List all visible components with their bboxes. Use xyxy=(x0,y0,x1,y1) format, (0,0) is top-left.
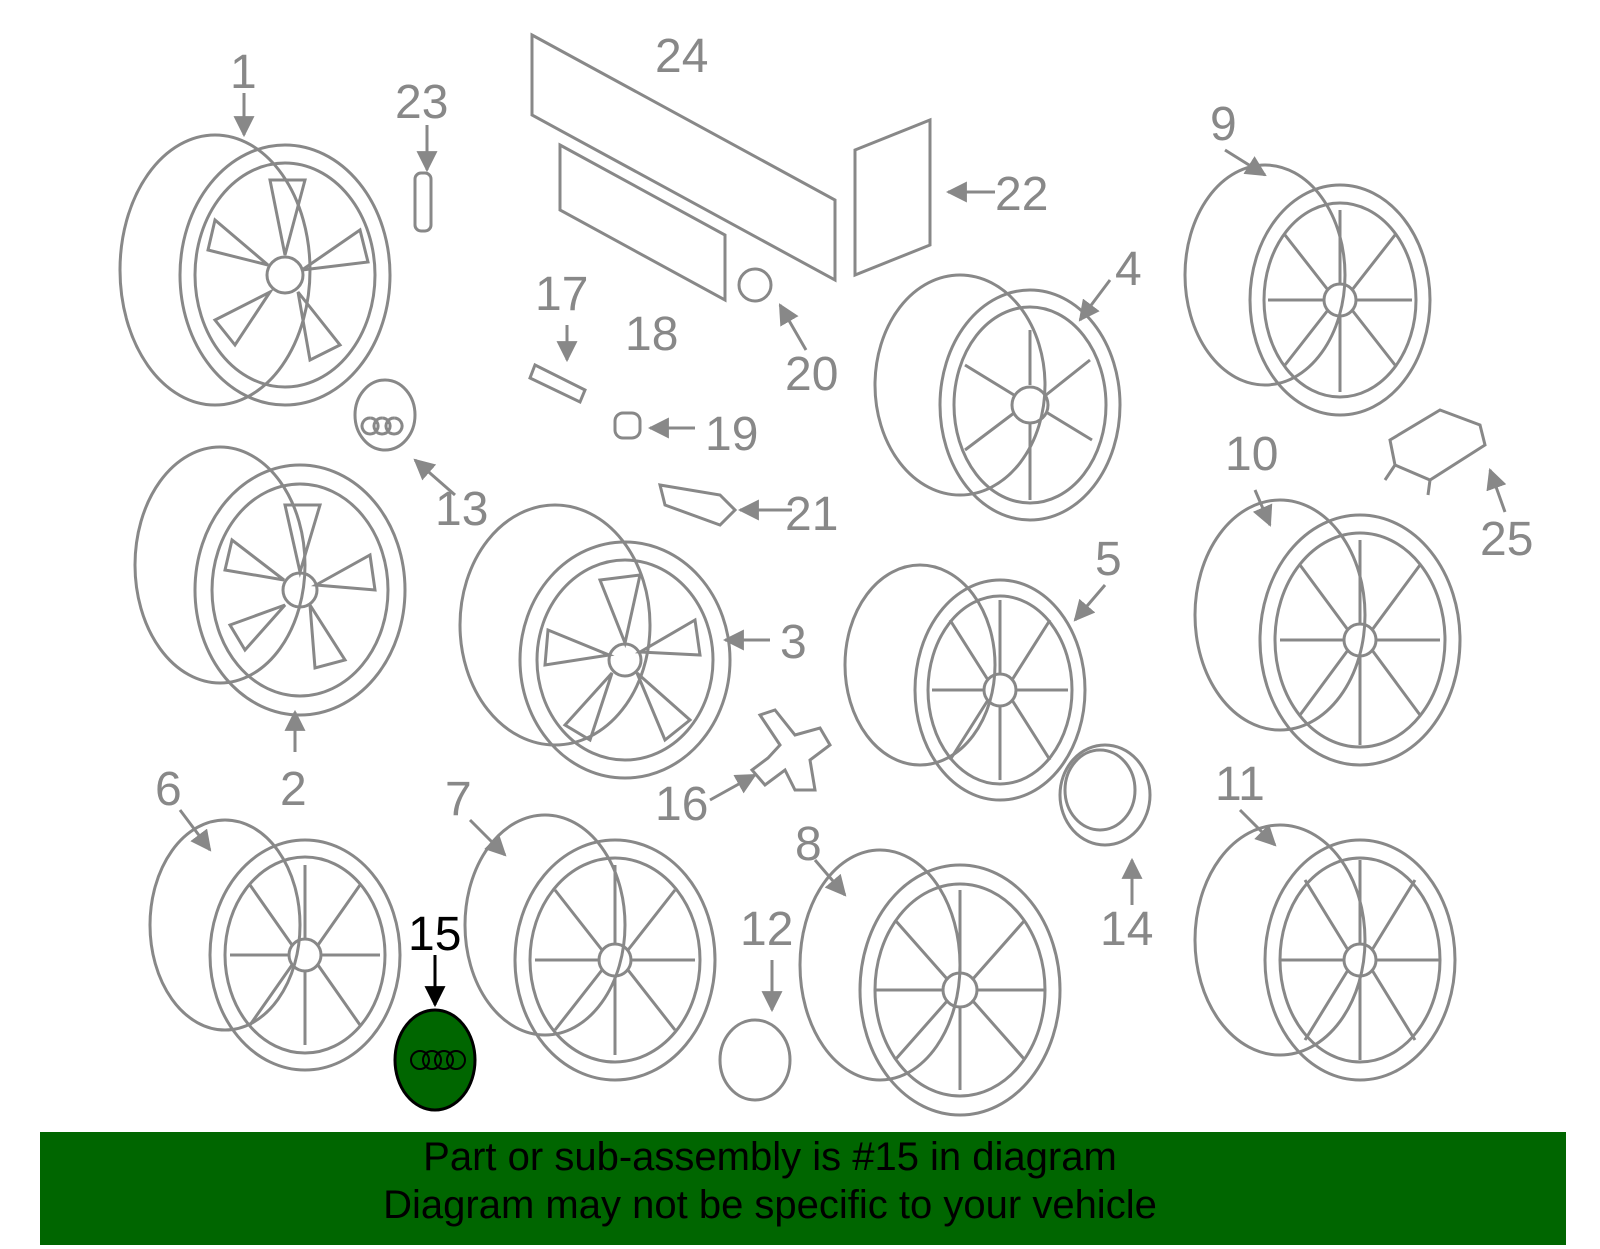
callout-23: 23 xyxy=(395,76,448,129)
callout-16: 16 xyxy=(655,778,708,831)
callout-22: 22 xyxy=(995,168,1048,221)
spider-cap-16 xyxy=(749,708,832,792)
banner-line-disclaimer: Diagram may not be specific to your vehi… xyxy=(383,1183,1157,1227)
wheel-3 xyxy=(458,503,732,780)
wheel-6 xyxy=(148,818,402,1072)
callout-9: 9 xyxy=(1210,98,1237,151)
tpms-sensor-25 xyxy=(1383,408,1487,496)
callout-15: 15 xyxy=(408,908,461,961)
wheel-4 xyxy=(873,273,1122,522)
callout-17: 17 xyxy=(535,268,588,321)
bolt-17 xyxy=(528,362,587,405)
callout-10: 10 xyxy=(1225,428,1278,481)
center-cap-13 xyxy=(353,378,417,452)
valve-stem-23 xyxy=(413,171,433,233)
highlighted-part-15 xyxy=(393,1008,477,1112)
callout-1: 1 xyxy=(230,46,257,99)
callout-25: 25 xyxy=(1480,513,1533,566)
wheel-5 xyxy=(843,563,1087,802)
callout-24: 24 xyxy=(655,30,708,83)
callout-19: 19 xyxy=(705,408,758,461)
callout-6: 6 xyxy=(155,763,182,816)
callout-7: 7 xyxy=(445,773,472,826)
label-22 xyxy=(853,117,932,278)
wheel-11 xyxy=(1193,823,1457,1082)
kit-panel-24 xyxy=(530,32,837,303)
callout-14: 14 xyxy=(1100,903,1153,956)
wheel-1 xyxy=(118,133,392,407)
wheel-8 xyxy=(798,848,1062,1117)
wheel-2 xyxy=(133,445,407,717)
center-cap-14 xyxy=(1058,743,1152,847)
callout-21: 21 xyxy=(785,488,838,541)
callout-13: 13 xyxy=(435,483,488,536)
callout-4: 4 xyxy=(1115,243,1142,296)
nut-19 xyxy=(613,411,642,440)
wheel-9 xyxy=(1183,163,1432,417)
callout-8: 8 xyxy=(795,818,822,871)
callout-20: 20 xyxy=(785,348,838,401)
nut-20 xyxy=(737,267,773,303)
wheel-7 xyxy=(463,813,717,1082)
clip-21 xyxy=(657,483,738,527)
callout-2: 2 xyxy=(280,763,307,816)
callout-12: 12 xyxy=(740,903,793,956)
callout-5: 5 xyxy=(1095,533,1122,586)
banner-line-part: Part or sub-assembly is #15 in diagram xyxy=(423,1135,1117,1179)
info-banner: Part or sub-assembly is #15 in diagram D… xyxy=(40,1132,1566,1245)
wheel-10 xyxy=(1193,498,1462,767)
callout-11: 11 xyxy=(1215,758,1265,811)
center-cap-12 xyxy=(718,1018,792,1102)
callout-18: 18 xyxy=(625,308,678,361)
callout-3: 3 xyxy=(780,616,807,669)
